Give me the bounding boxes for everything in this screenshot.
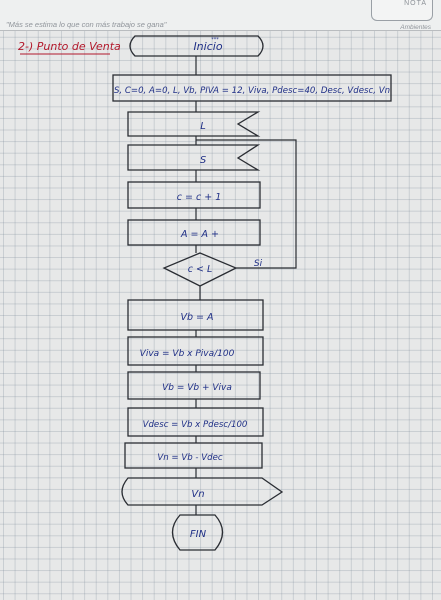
decision-condition: c < L (188, 264, 213, 275)
start-label: Inicio (193, 40, 222, 53)
counter-process-box (127, 181, 261, 209)
vb-process-text: Vb = A (180, 312, 213, 323)
input-s-label: S (200, 155, 207, 166)
counter-process-text: c = c + 1 (177, 192, 222, 203)
end-label: FIN (190, 529, 207, 540)
output-label: Vn (191, 489, 204, 500)
vn-process-box (124, 442, 263, 469)
loop-back-line (196, 139, 297, 269)
vn-process-text: Vn = Vb - Vdec (157, 453, 223, 463)
page-header-strip: NOTA "Más se estima lo que con más traba… (0, 0, 441, 31)
start-annotation: *** (211, 37, 219, 43)
grade-box-label: NOTA (404, 0, 427, 7)
output-display-shape (121, 477, 284, 506)
end-terminal (171, 514, 224, 551)
notebook-motto: "Más se estima lo que con más trabajo se… (6, 20, 167, 29)
vb-sum-process-text: Vb = Vb + Viva (162, 383, 232, 393)
input-l-box (127, 111, 261, 137)
exercise-title: 2-) Punto de Venta (18, 40, 121, 53)
vdesc-process-text: Vdesc = Vb x Pdesc/100 (143, 420, 248, 430)
vb-sum-process-box (127, 371, 261, 400)
input-s-box (127, 144, 261, 171)
init-process-box (112, 74, 392, 102)
decision-yes-label: Si (254, 259, 263, 269)
accumulator-process-box (127, 219, 261, 246)
accumulator-process-text: A = A + (180, 229, 219, 240)
grade-box (371, 0, 433, 21)
start-terminal (129, 35, 264, 57)
notebook-brand: Ambientes (400, 24, 431, 31)
init-process-text: S, C=0, A=0, L, Vb, PIVA = 12, Viva, Pde… (114, 86, 390, 96)
viva-process-text: Viva = Vb x Piva/100 (140, 349, 235, 359)
input-l-label: L (200, 121, 206, 132)
